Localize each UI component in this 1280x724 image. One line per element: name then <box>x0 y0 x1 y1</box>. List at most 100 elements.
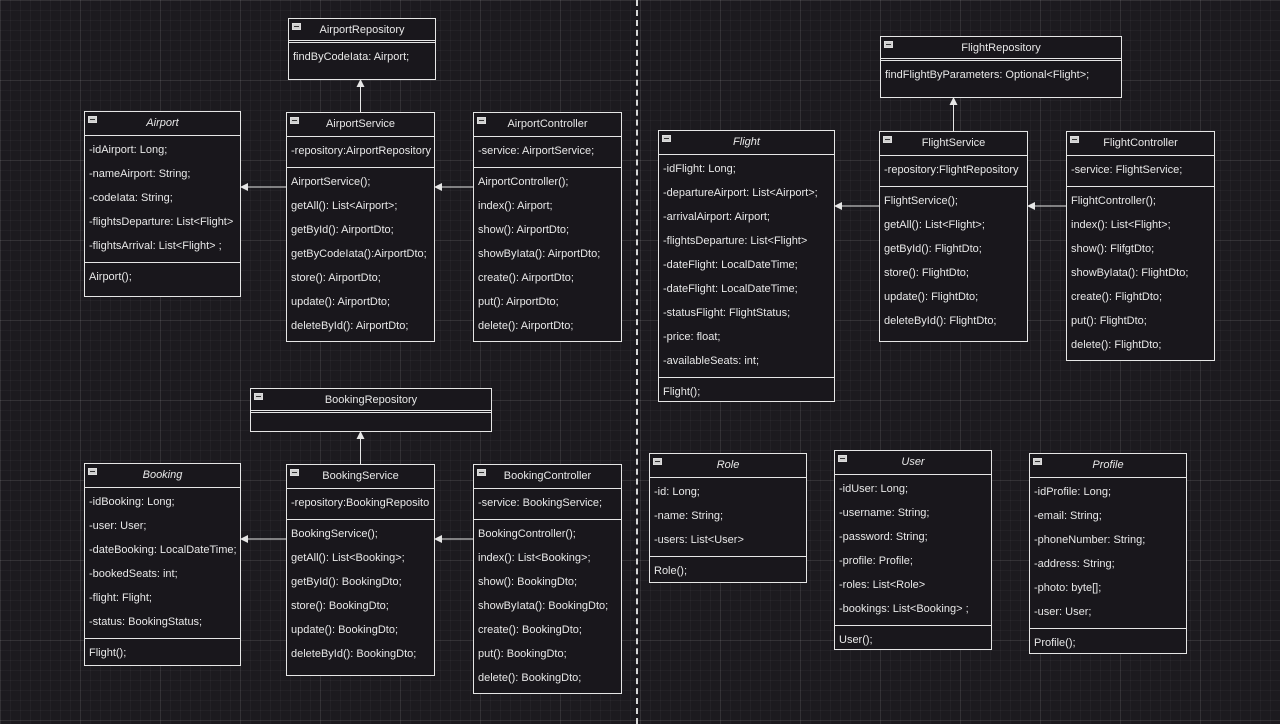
profile-class[interactable]: Profile-idProfile: Long;-email: String;-… <box>1029 453 1187 654</box>
attribute-row: -user: User; <box>1034 606 1092 618</box>
attribute-row: -password: String; <box>839 531 928 543</box>
method-row: AirportController(); <box>478 176 569 188</box>
flight-controller-class[interactable]: FlightController -service: FlightService;… <box>1066 131 1215 361</box>
airport-header[interactable]: Airport <box>85 112 240 136</box>
attribute-row: -price: float; <box>663 331 721 343</box>
method-row: showByIata(): AirportDto; <box>478 248 601 260</box>
collapse-icon[interactable] <box>290 117 299 124</box>
booking-service-class[interactable]: BookingService -repository:BookingReposit… <box>286 464 435 676</box>
methods-section: BookingController(); index(): List<Bookin… <box>474 519 621 694</box>
method-row: store(): FlightDto; <box>884 267 969 279</box>
method-row: show(): AirportDto; <box>478 224 570 236</box>
class-name: Profile <box>1092 459 1124 471</box>
collapse-icon[interactable] <box>653 458 662 465</box>
method-row: Role(); <box>654 565 688 577</box>
method-row: delete(): BookingDto; <box>478 672 582 684</box>
flight-service-class[interactable]: FlightService-repository:FlightRepositor… <box>879 131 1028 342</box>
method-row: getAll(): List<Flight>; <box>884 219 985 231</box>
method-row: delete(): AirportDto; <box>478 320 574 332</box>
attributes-section: -idUser: Long;-username: String;-passwor… <box>835 475 991 625</box>
profile-header[interactable]: Profile <box>1030 454 1186 478</box>
method-row: deleteById(): BookingDto; <box>291 648 417 660</box>
attribute-row: -id: Long; <box>654 486 700 498</box>
collapse-icon[interactable] <box>662 135 671 142</box>
attribute-row: -repository:BookingReposito <box>291 497 430 509</box>
airport-service-header[interactable]: AirportService <box>287 113 434 137</box>
flight-header[interactable]: Flight <box>659 131 834 155</box>
class-name: Airport <box>146 117 179 129</box>
booking-repository-header[interactable]: BookingRepository <box>251 389 491 413</box>
method-row: put(): FlightDto; <box>1071 315 1147 327</box>
attribute-row: -idAirport: Long; <box>89 144 168 156</box>
collapse-icon[interactable] <box>838 455 847 462</box>
collapse-icon[interactable] <box>292 23 301 30</box>
attribute-row: -repository:AirportRepository <box>291 145 431 157</box>
attribute-row: -service: BookingService; <box>478 497 603 509</box>
class-name: AirportController <box>507 118 588 130</box>
method-row: put(): BookingDto; <box>478 648 567 660</box>
collapse-icon[interactable] <box>88 116 97 123</box>
flight-controller-header[interactable]: FlightController <box>1067 132 1214 156</box>
class-name: User <box>901 456 925 468</box>
methods-section: findFlightByParameters: Optional<Flight>… <box>881 61 1121 91</box>
method-row: findFlightByParameters: Optional<Flight>… <box>885 69 1090 81</box>
airport-controller-class[interactable]: AirportController -service: AirportServic… <box>473 112 622 342</box>
collapse-icon[interactable] <box>254 393 263 400</box>
collapse-icon[interactable] <box>290 469 299 476</box>
method-row: index(): Airport; <box>478 200 553 212</box>
user-header[interactable]: User <box>835 451 991 475</box>
class-name: AirportRepository <box>319 24 405 36</box>
role-class[interactable]: Role-id: Long;-name: String;-users: List… <box>649 453 807 583</box>
flight-repository-header[interactable]: FlightRepository <box>881 37 1121 61</box>
booking-service-header[interactable]: BookingService <box>287 465 434 489</box>
attribute-row: -service: AirportService; <box>478 145 595 157</box>
collapse-icon[interactable] <box>883 136 892 143</box>
flight-service-header[interactable]: FlightService <box>880 132 1027 156</box>
airport-service-class[interactable]: AirportService -repository:AirportReposit… <box>286 112 435 342</box>
attribute-row: -availableSeats: int; <box>663 355 759 367</box>
airport-class[interactable]: Airport-idAirport: Long;-nameAirport: St… <box>84 111 241 297</box>
flight-repository-class[interactable]: FlightRepository findFlightByParameters: … <box>880 36 1122 98</box>
booking-controller-header[interactable]: BookingController <box>474 465 621 489</box>
booking-repository-class[interactable]: BookingRepository <box>250 388 492 432</box>
method-row: showByIata(): FlightDto; <box>1071 267 1189 279</box>
method-row: BookingController(); <box>478 528 576 540</box>
method-row: BookingService(); <box>291 528 378 540</box>
class-name: BookingService <box>322 470 399 482</box>
method-row: Flight(); <box>89 647 127 659</box>
airport-repository-header[interactable]: AirportRepository <box>289 19 435 43</box>
attribute-row: -address: String; <box>1034 558 1115 570</box>
class-name: Booking <box>142 469 183 481</box>
collapse-icon[interactable] <box>1070 136 1079 143</box>
method-row: index(): List<Booking>; <box>478 552 591 564</box>
method-row: delete(): FlightDto; <box>1071 339 1162 351</box>
attributes-section: -repository:AirportRepository <box>287 137 434 167</box>
method-row: AirportService(); <box>291 176 371 188</box>
booking-header[interactable]: Booking <box>85 464 240 488</box>
method-row: FlightController(); <box>1071 195 1156 207</box>
attribute-row: -flightsDeparture: List<Flight> <box>663 235 808 247</box>
method-row: update(): BookingDto; <box>291 624 399 636</box>
flight-class[interactable]: Flight-idFlight: Long;-departureAirport:… <box>658 130 835 402</box>
class-name: FlightController <box>1103 137 1178 149</box>
airport-controller-header[interactable]: AirportController <box>474 113 621 137</box>
collapse-icon[interactable] <box>88 468 97 475</box>
method-row: index(): List<Flight>; <box>1071 219 1171 231</box>
collapse-icon[interactable] <box>1033 458 1042 465</box>
role-header[interactable]: Role <box>650 454 806 478</box>
booking-class[interactable]: Booking-idBooking: Long;-user: User;-dat… <box>84 463 241 666</box>
collapse-icon[interactable] <box>477 117 486 124</box>
class-name: Flight <box>733 136 760 148</box>
attribute-row: -service: FlightService; <box>1071 164 1183 176</box>
booking-controller-class[interactable]: BookingController -service: BookingServic… <box>473 464 622 694</box>
method-row: getAll(): List<Airport>; <box>291 200 398 212</box>
methods-section: Flight(); <box>659 377 834 408</box>
collapse-icon[interactable] <box>884 41 893 48</box>
methods-section: BookingService();getAll(): List<Booking>… <box>287 519 434 670</box>
collapse-icon[interactable] <box>477 469 486 476</box>
attribute-row: -idBooking: Long; <box>89 496 175 508</box>
user-class[interactable]: User -idUser: Long;-username: String;-pas… <box>834 450 992 650</box>
class-name: Role <box>716 459 740 471</box>
